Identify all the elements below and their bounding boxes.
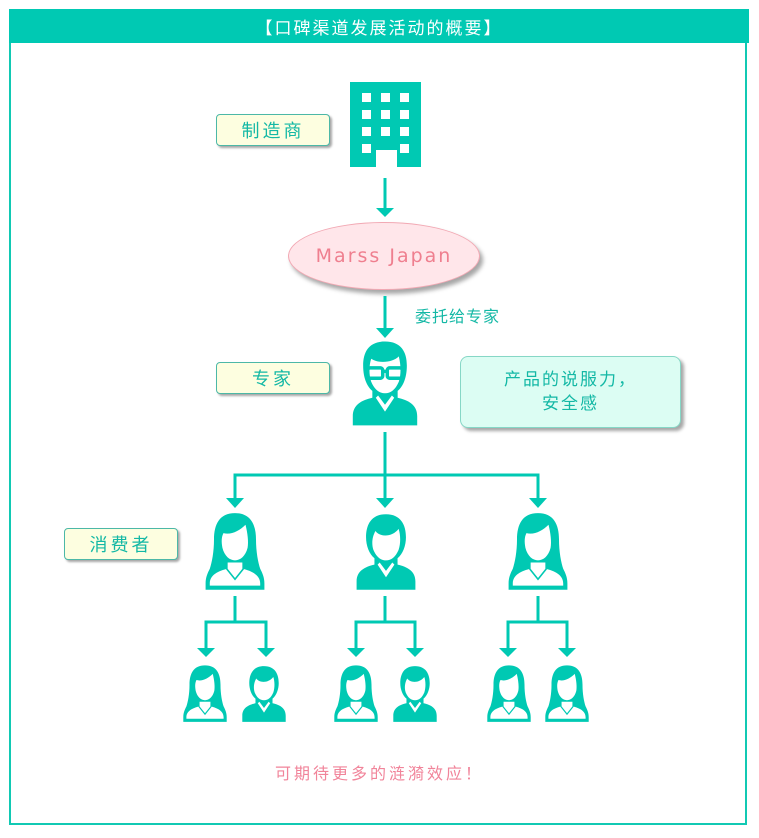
- man-suit-icon: [242, 666, 286, 722]
- expert-with-glasses-icon: [350, 339, 420, 428]
- agency-node-marss-japan: Marss Japan: [288, 222, 480, 290]
- role-label-expert: 专家: [216, 362, 330, 394]
- woman-long-hair-icon: [182, 664, 228, 723]
- man-suit-icon: [393, 666, 437, 722]
- diagram-title: 【口碑渠道发展活动的概要】: [9, 9, 749, 43]
- ripple-effect-text: 可期待更多的涟漪效应！: [274, 764, 484, 783]
- woman-icon: [507, 512, 569, 591]
- woman-long-hair-icon: [333, 664, 379, 723]
- benefit-note-line2: 安全感: [542, 394, 599, 414]
- building-icon: [350, 82, 421, 167]
- woman-long-hair-icon: [204, 512, 266, 591]
- role-label-manufacturer: 制造商: [216, 114, 330, 146]
- role-label-consumer: 消费者: [64, 528, 178, 560]
- woman-ponytail-icon: [486, 664, 532, 723]
- woman-short-hair-icon: [544, 664, 590, 723]
- benefit-note-box: 产品的说服力， 安全感: [460, 356, 681, 428]
- man-suit-icon: [356, 514, 416, 590]
- delegate-to-expert-label: 委托给专家: [415, 307, 501, 326]
- benefit-note-line1: 产品的说服力，: [504, 370, 637, 390]
